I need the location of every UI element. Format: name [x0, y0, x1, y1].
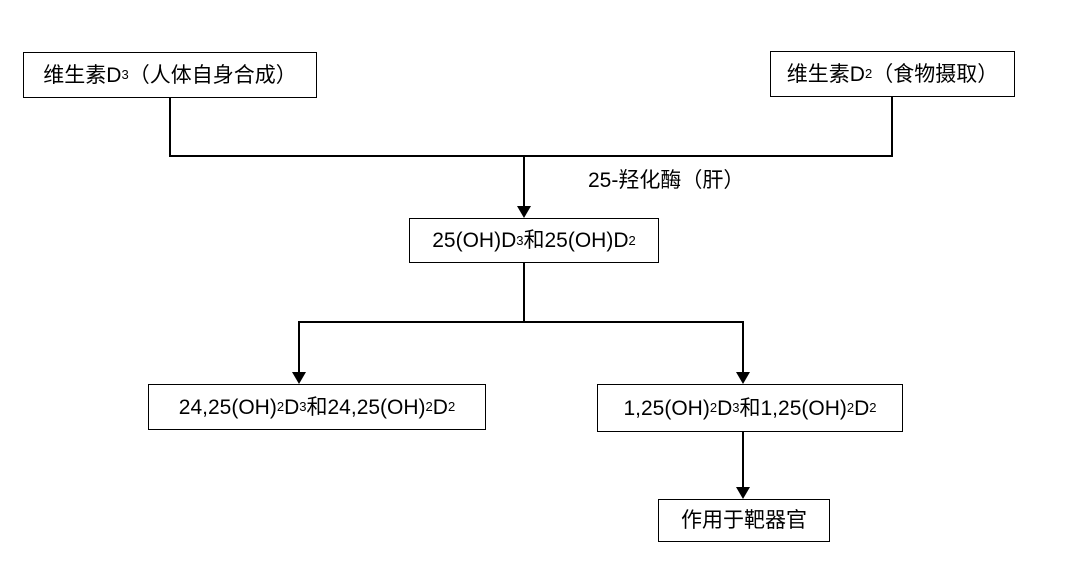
connector-d3-down [169, 97, 171, 156]
connector-25ohd-down [523, 262, 525, 322]
connector-merge-horizontal [169, 155, 893, 157]
arrowhead-branch-right-icon [736, 372, 750, 384]
node-text-segment: 维生素D [43, 63, 122, 87]
node-text-segment: 作用于靶器官 [681, 509, 807, 532]
node-text-segment: （人体自身合成） [128, 63, 297, 87]
node-text-segment: D [284, 395, 300, 419]
connector-branch-right [742, 322, 744, 373]
connector-split-horizontal [298, 321, 744, 323]
node-text-segment: 和25(OH)D [523, 229, 629, 252]
node-text-segment: 24,25(OH) [178, 395, 277, 419]
arrowhead-branch-left-icon [292, 372, 306, 384]
connector-to-target [742, 432, 744, 488]
node-text-segment: 和1,25(OH) [739, 396, 847, 420]
node-text-segment: （食物摄取） [872, 62, 999, 86]
node-target-organ: 作用于靶器官 [658, 499, 830, 542]
node-text-segment: 维生素D [786, 62, 865, 86]
node-text-segment: 1,25(OH) [623, 396, 710, 420]
node-text-segment: 25(OH)D [432, 229, 517, 252]
arrowhead-to-25ohd-icon [517, 206, 531, 218]
node-text-segment: 和24,25(OH) [306, 395, 426, 419]
connector-branch-left [298, 322, 300, 373]
edge-label-hydroxylase-liver: 25-羟化酶（肝） [588, 169, 745, 192]
node-text-segment: D [717, 396, 733, 420]
connector-d2-down [891, 97, 893, 156]
connector-to-25ohd [523, 156, 525, 207]
node-text-segment: D [854, 396, 870, 420]
node-text-segment: D [432, 395, 448, 419]
arrowhead-to-target-icon [736, 487, 750, 499]
